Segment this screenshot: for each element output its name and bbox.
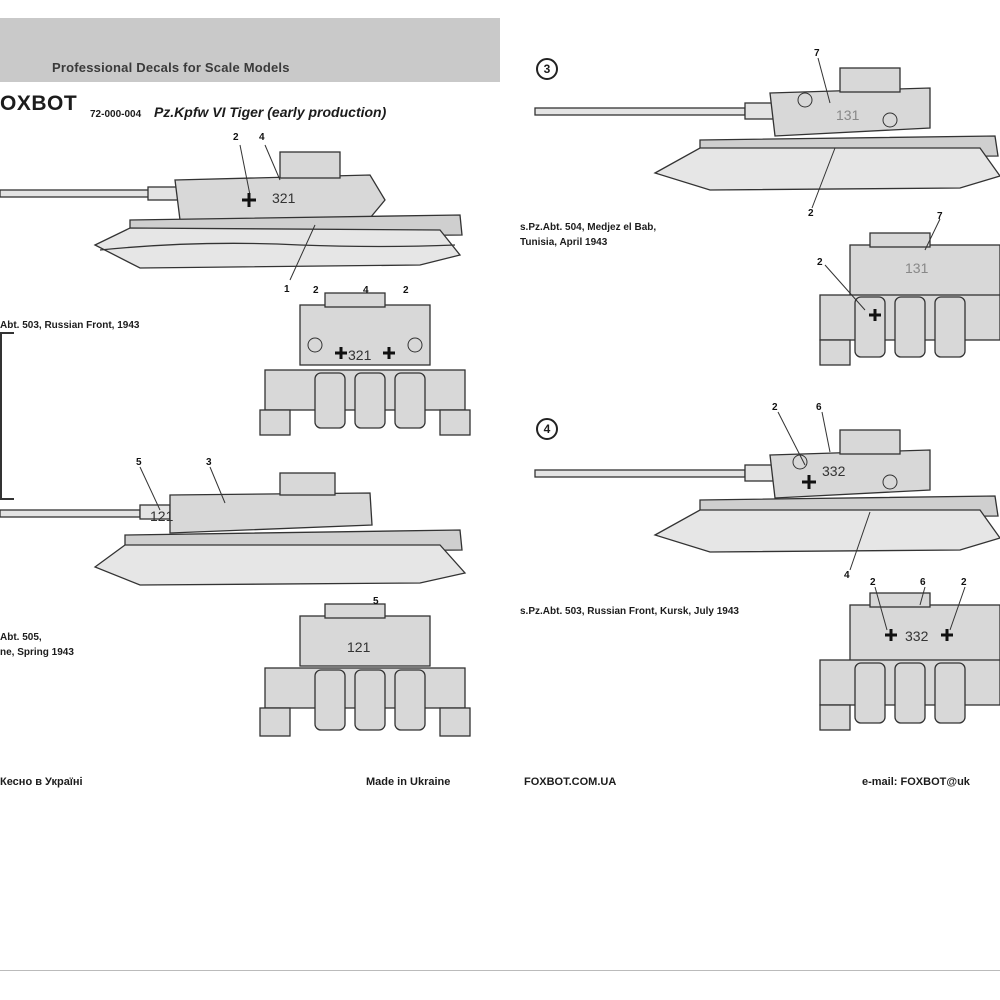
tank-rear-view-121: 121 5 [259,596,471,737]
tank-side-view-332: 2 6 4 332 [534,402,1000,581]
turret-number-321-side: 321 [272,190,296,206]
header-tagline: Professional Decals for Scale Models [52,60,290,75]
balkenkreuz-321-side [242,193,256,207]
brand-logo: OXBOT [0,92,78,115]
callout-121-side-1: 3 [206,457,212,468]
balkenkreuz-321-rear-left [335,347,347,359]
turret-number-121-rear: 121 [347,639,371,655]
callout-321-rear-2: 2 [403,285,409,296]
callout-321-rear-0: 2 [313,285,319,296]
footer-website[interactable]: FOXBOT.COM.UA [524,776,617,788]
scheme-4-number: 4 [536,418,558,440]
callout-121-rear-0: 5 [373,596,379,607]
scheme-3-caption: s.Pz.Abt. 504, Medjez el Bab, Tunisia, A… [520,222,657,248]
footer-made-in: Made in Ukraine [366,776,451,788]
callout-321-rear-1: 4 [363,285,369,296]
tank-side-view-121: 5 3 121 [0,457,467,586]
product-line: 72-000-004 Pz.Kpfw VI Tiger (early produ… [90,104,386,120]
callout-332-rear-1: 6 [920,577,926,588]
callout-131-rear-1: 2 [817,257,823,268]
balkenkreuz-131-rear [869,309,881,321]
frame-line-left [0,332,2,500]
tank-rear-view-321: 321 2 4 2 [259,285,471,436]
turret-number-131-rear: 131 [905,260,929,276]
bottom-rule [0,970,1000,971]
balkenkreuz-332-side [802,475,816,489]
product-code: 72-000-004 [90,109,142,120]
frame-line-left-bottom [0,498,14,500]
turret-number-121-side: 121 [150,508,174,524]
balkenkreuz-332-rear-right [941,629,953,641]
callout-332-side-2: 4 [844,570,850,581]
callout-131-side-0: 7 [814,48,820,59]
tank-side-view-321: 2 4 1 321 [0,132,463,295]
product-title: Pz.Kpfw VI Tiger (early production) [153,104,387,120]
scheme-3-number: 3 [536,58,558,80]
tank-side-view-131: 7 2 131 [534,48,1000,219]
callout-332-side-0: 2 [772,402,778,413]
scheme-4-caption: s.Pz.Abt. 503, Russian Front, Kursk, Jul… [520,606,739,617]
callout-321-side-1: 4 [259,132,265,143]
header-band [0,18,500,82]
balkenkreuz-332-rear-left [885,629,897,641]
tank-rear-view-332: 332 2 6 2 [819,577,1000,731]
turret-number-131-side: 131 [836,107,860,123]
tank-rear-view-131: 131 7 2 [817,211,1000,366]
scheme-2-caption: Abt. 505, ne, Spring 1943 [0,632,74,658]
callout-131-side-1: 2 [808,208,814,219]
footer-email[interactable]: e-mail: FOXBOT@uk [862,776,970,788]
callout-332-side-1: 6 [816,402,822,413]
balkenkreuz-321-rear-right [383,347,395,359]
frame-line-left-top [0,332,14,334]
scheme-1-caption: Abt. 503, Russian Front, 1943 [0,320,140,331]
footer-left: Кесно в Україні [0,776,83,788]
turret-number-332-rear: 332 [905,628,929,644]
turret-number-332-side: 332 [822,463,846,479]
callout-121-side-0: 5 [136,457,142,468]
callout-332-rear-2: 2 [961,577,967,588]
callout-321-side-0: 2 [233,132,239,143]
callout-332-rear-0: 2 [870,577,876,588]
callout-321-side-2: 1 [284,284,290,295]
callout-131-rear-0: 7 [937,211,943,222]
turret-number-321-rear: 321 [348,347,372,363]
